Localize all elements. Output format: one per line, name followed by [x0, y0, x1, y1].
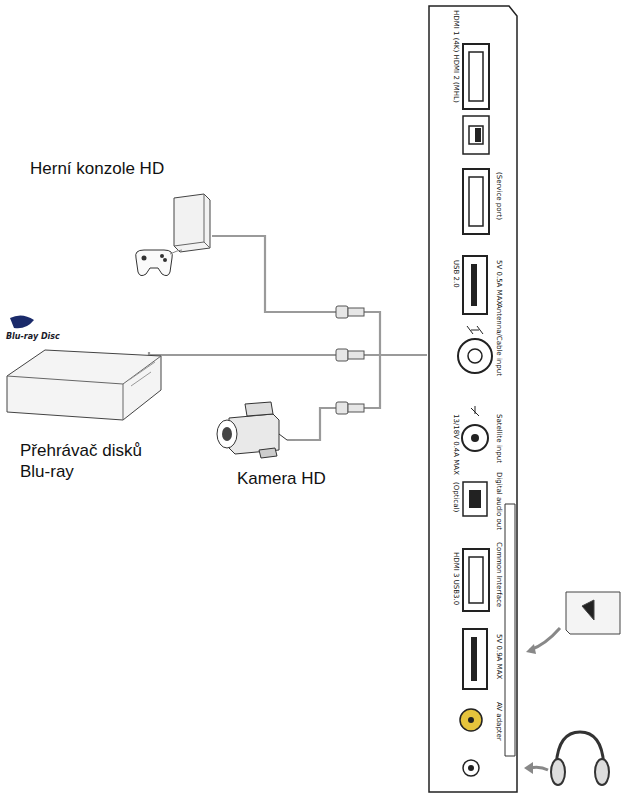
- port-label: Common Interface: [495, 542, 503, 607]
- port-label: Digital audio out: [495, 472, 503, 530]
- port-label: (Service port): [495, 172, 503, 220]
- hd-camera: Kamera HD: [215, 400, 295, 462]
- port-label: HDMI 3 USB3.0: [452, 552, 460, 605]
- device-label: Kamera HD: [237, 468, 357, 489]
- port-label: 5V 0.9A MAX: [495, 634, 503, 679]
- port-label: HDMI 1 (4K) HDMI 2 (MHL): [452, 10, 460, 103]
- device-label: Herní konzole HD: [30, 158, 200, 179]
- brand-logo: Blu-ray Disc: [6, 332, 60, 341]
- port-label: Satellite input: [495, 414, 503, 463]
- port-label: AV adapter: [495, 702, 503, 741]
- port-label: USB 2.0: [452, 260, 460, 288]
- tv-side-panel: HDMI 1 (4K) HDMI 2 (MHL) (Service port) US…: [427, 4, 519, 794]
- device-label: Přehrávač disků Blu-ray: [20, 440, 170, 482]
- port-label: Antenna/Cable input: [495, 304, 503, 376]
- port-label: 13/18V 0.4A MAX: [452, 414, 460, 475]
- hdmi-cable: [295, 355, 427, 440]
- hdmi-cable: [212, 236, 427, 355]
- bluray-player: Přehrávač disků Blu-ray: [5, 346, 163, 424]
- game-console: Herní konzole HD: [130, 192, 212, 280]
- port-label: 5V 0.5A MAX: [495, 260, 503, 305]
- port-label: (Optical): [452, 482, 460, 512]
